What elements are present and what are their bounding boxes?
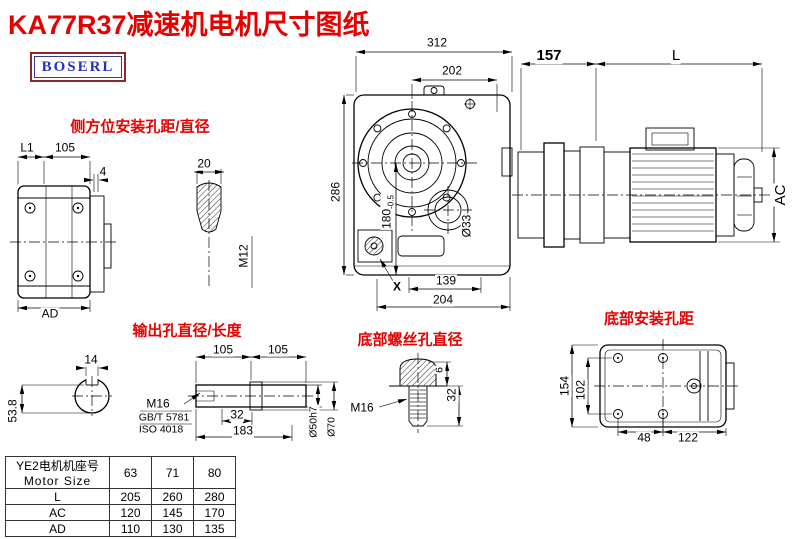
label-bottom-mount: 底部安装孔距: [601, 307, 697, 329]
dim-motor-length: L: [670, 47, 682, 65]
dim-side-depth: 20: [196, 156, 212, 171]
dim-x-mark: X: [391, 279, 403, 294]
dim-bottom-204: 204: [431, 292, 455, 307]
dim-overall-width: 312: [425, 35, 449, 50]
dim-side-gap: 4: [98, 164, 108, 179]
main-view-drawing: [341, 49, 513, 311]
dim-flange-span: 202: [440, 63, 464, 78]
side-plug-detail-drawing: [194, 169, 253, 288]
table-cell: 260: [151, 488, 194, 505]
dim-std-gb: GB/T 5781: [137, 411, 191, 424]
dim-bolt-6: 6: [433, 366, 446, 374]
dim-shaft-32: 32: [229, 407, 245, 422]
table-row: AD 110 130 135: [5, 520, 236, 537]
table-size-63: 63: [109, 456, 152, 489]
table-row: L 205 260 280: [5, 488, 236, 505]
table-cell: 170: [193, 504, 236, 521]
dim-bolt-32: 32: [444, 387, 459, 403]
dim-bolt-thread: M16: [349, 400, 375, 415]
dim-output-bore: Ø33: [459, 213, 474, 239]
dim-center-height-tol: -0.5: [386, 195, 396, 209]
table-cell: 205: [109, 488, 152, 505]
page-title: KA77R37减速机电机尺寸图纸: [8, 10, 370, 40]
table-size-80: 80: [193, 456, 236, 489]
dim-side-105: 105: [53, 140, 77, 155]
dim-center-height: 180-0.5: [379, 194, 396, 230]
table-cell: 135: [193, 520, 236, 537]
motor-size-table: YE2电机机座号 Motor Size 63 71 80 L 205 260 2…: [5, 456, 236, 537]
dim-shaft-d50: Ø50h7: [307, 405, 320, 439]
dim-bottom-139: 139: [434, 273, 458, 288]
table-row: AC 120 145 170: [5, 504, 236, 521]
table-cell: 120: [109, 504, 152, 521]
table-size-71: 71: [151, 456, 194, 489]
dim-shaft-105b: 105: [266, 342, 290, 357]
bottom-mount-view-drawing: [569, 339, 740, 436]
motor-view-drawing: [512, 61, 780, 248]
table-cell: 110: [109, 520, 152, 537]
dim-side-ad: AD: [40, 306, 60, 321]
table-header-cell: YE2电机机座号 Motor Size: [5, 456, 110, 489]
dim-mount-102: 102: [573, 378, 588, 402]
table-row-label: AC: [5, 504, 110, 521]
table-cell: 130: [151, 520, 194, 537]
table-row-label: AD: [5, 520, 110, 537]
dim-shaft-183: 183: [231, 423, 255, 438]
dim-mount-154: 154: [557, 374, 572, 398]
label-bottom-screw: 底部螺丝孔直径: [355, 328, 465, 350]
table-header-cn: YE2电机机座号: [16, 459, 99, 473]
label-output-hole: 输出孔直径/长度: [130, 319, 244, 341]
brand-logo-text: BOSERL: [34, 56, 122, 78]
brand-logo: BOSERL: [30, 52, 126, 82]
dim-motor-ac: AC: [772, 183, 790, 207]
table-header-row: YE2电机机座号 Motor Size 63 71 80: [5, 456, 236, 489]
dim-key-height: 53.8: [5, 398, 20, 424]
dim-shaft-thread: M16: [145, 396, 171, 411]
table-row-label: L: [5, 488, 110, 505]
table-header-en: Motor Size: [23, 474, 92, 488]
dim-overall-height: 286: [328, 180, 343, 204]
dim-side-l1: L1: [19, 140, 35, 155]
dim-side-thread: M12: [236, 243, 251, 269]
bottom-bolt-detail-drawing: [378, 353, 463, 433]
dim-mount-48: 48: [636, 430, 652, 445]
dim-center-height-value: 180: [379, 208, 394, 229]
dim-mount-122: 122: [676, 430, 700, 445]
terminal-box: [645, 127, 695, 151]
dim-std-iso: ISO 4018: [137, 423, 185, 436]
dim-key-width: 14: [83, 352, 99, 367]
dim-adapter-length: 157: [535, 47, 563, 65]
label-side-mount: 侧方位安装孔距/直径: [68, 115, 212, 137]
side-view-drawing: [10, 154, 116, 312]
table-cell: 145: [151, 504, 194, 521]
table-cell: 280: [193, 488, 236, 505]
dim-shaft-105a: 105: [211, 342, 235, 357]
dim-shaft-d70: Ø70: [325, 416, 338, 438]
output-shaft-drawing: [19, 354, 338, 441]
